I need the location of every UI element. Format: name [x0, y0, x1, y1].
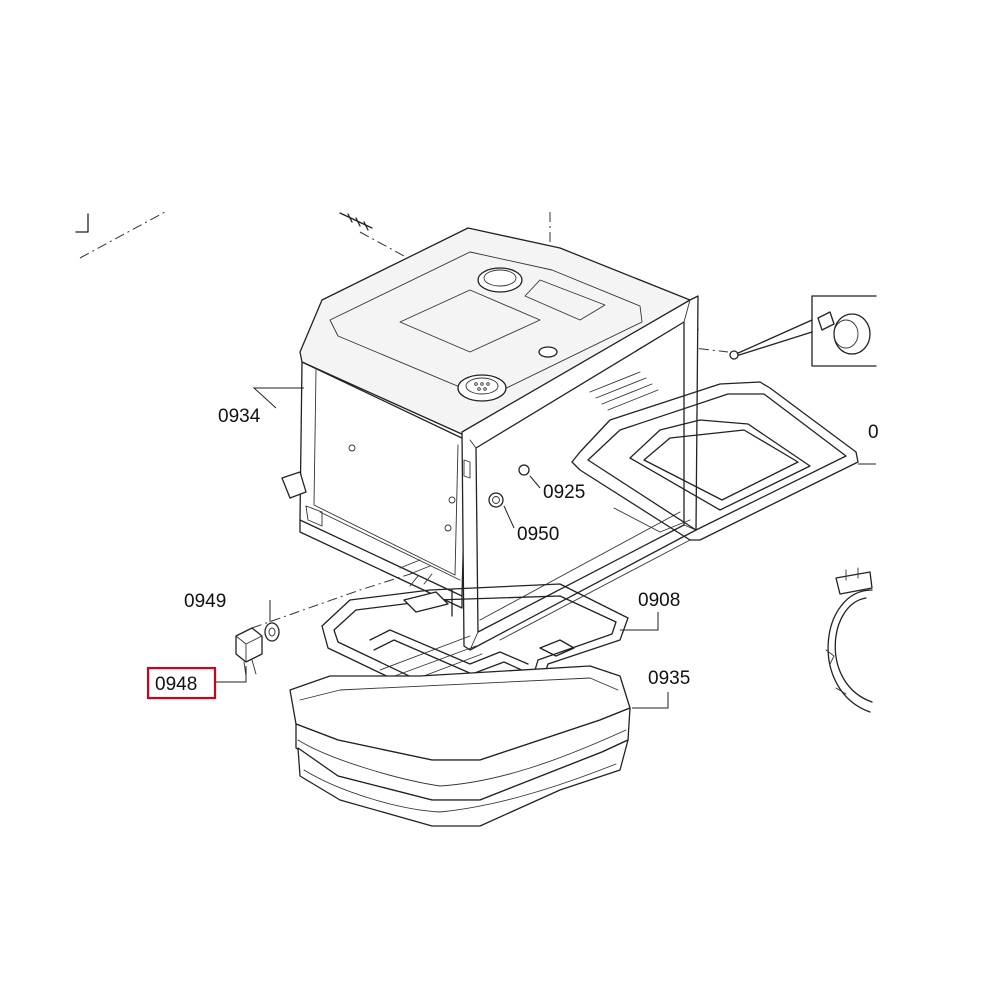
- insulation-mat: [289, 665, 631, 827]
- washer-part: [264, 622, 280, 642]
- thermostat-part: [235, 627, 263, 677]
- label-cut-off: 0: [868, 422, 879, 443]
- oven-cavity: [281, 227, 699, 617]
- knob-detail: [729, 295, 877, 367]
- lower-heating-element: [321, 573, 629, 717]
- label-0948: 0948: [155, 674, 197, 695]
- label-0934: 0934: [218, 406, 261, 427]
- ring-element: [825, 567, 873, 713]
- corner-marks: [75, 211, 166, 259]
- screw-top: [339, 212, 373, 231]
- label-0950: 0950: [517, 524, 559, 545]
- label-0949: 0949: [184, 591, 226, 612]
- label-0908: 0908: [638, 590, 680, 611]
- upper-heating-element: [571, 381, 859, 541]
- part-labels: 0934 0925 0950 0949 0948 0908 0935 0: [155, 406, 879, 695]
- label-0935: 0935: [648, 668, 690, 689]
- leader-lines: [216, 387, 876, 709]
- label-0925: 0925: [543, 482, 585, 503]
- highlight-box: [146, 666, 217, 700]
- oven-front-frame: [461, 295, 699, 651]
